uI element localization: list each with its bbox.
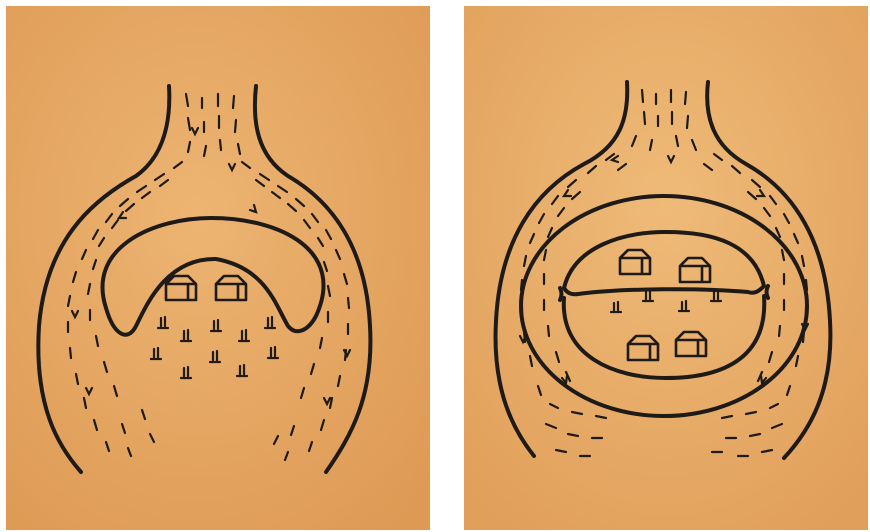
paper-background	[6, 6, 430, 530]
right-drawing-svg	[464, 6, 868, 530]
panel-right-drawing	[464, 6, 868, 530]
chamber-pinch-left	[560, 288, 562, 300]
chamber-pinch-right	[767, 286, 769, 298]
paper-background	[464, 6, 868, 530]
panel-left-drawing	[6, 6, 430, 530]
left-drawing-svg	[6, 6, 430, 530]
